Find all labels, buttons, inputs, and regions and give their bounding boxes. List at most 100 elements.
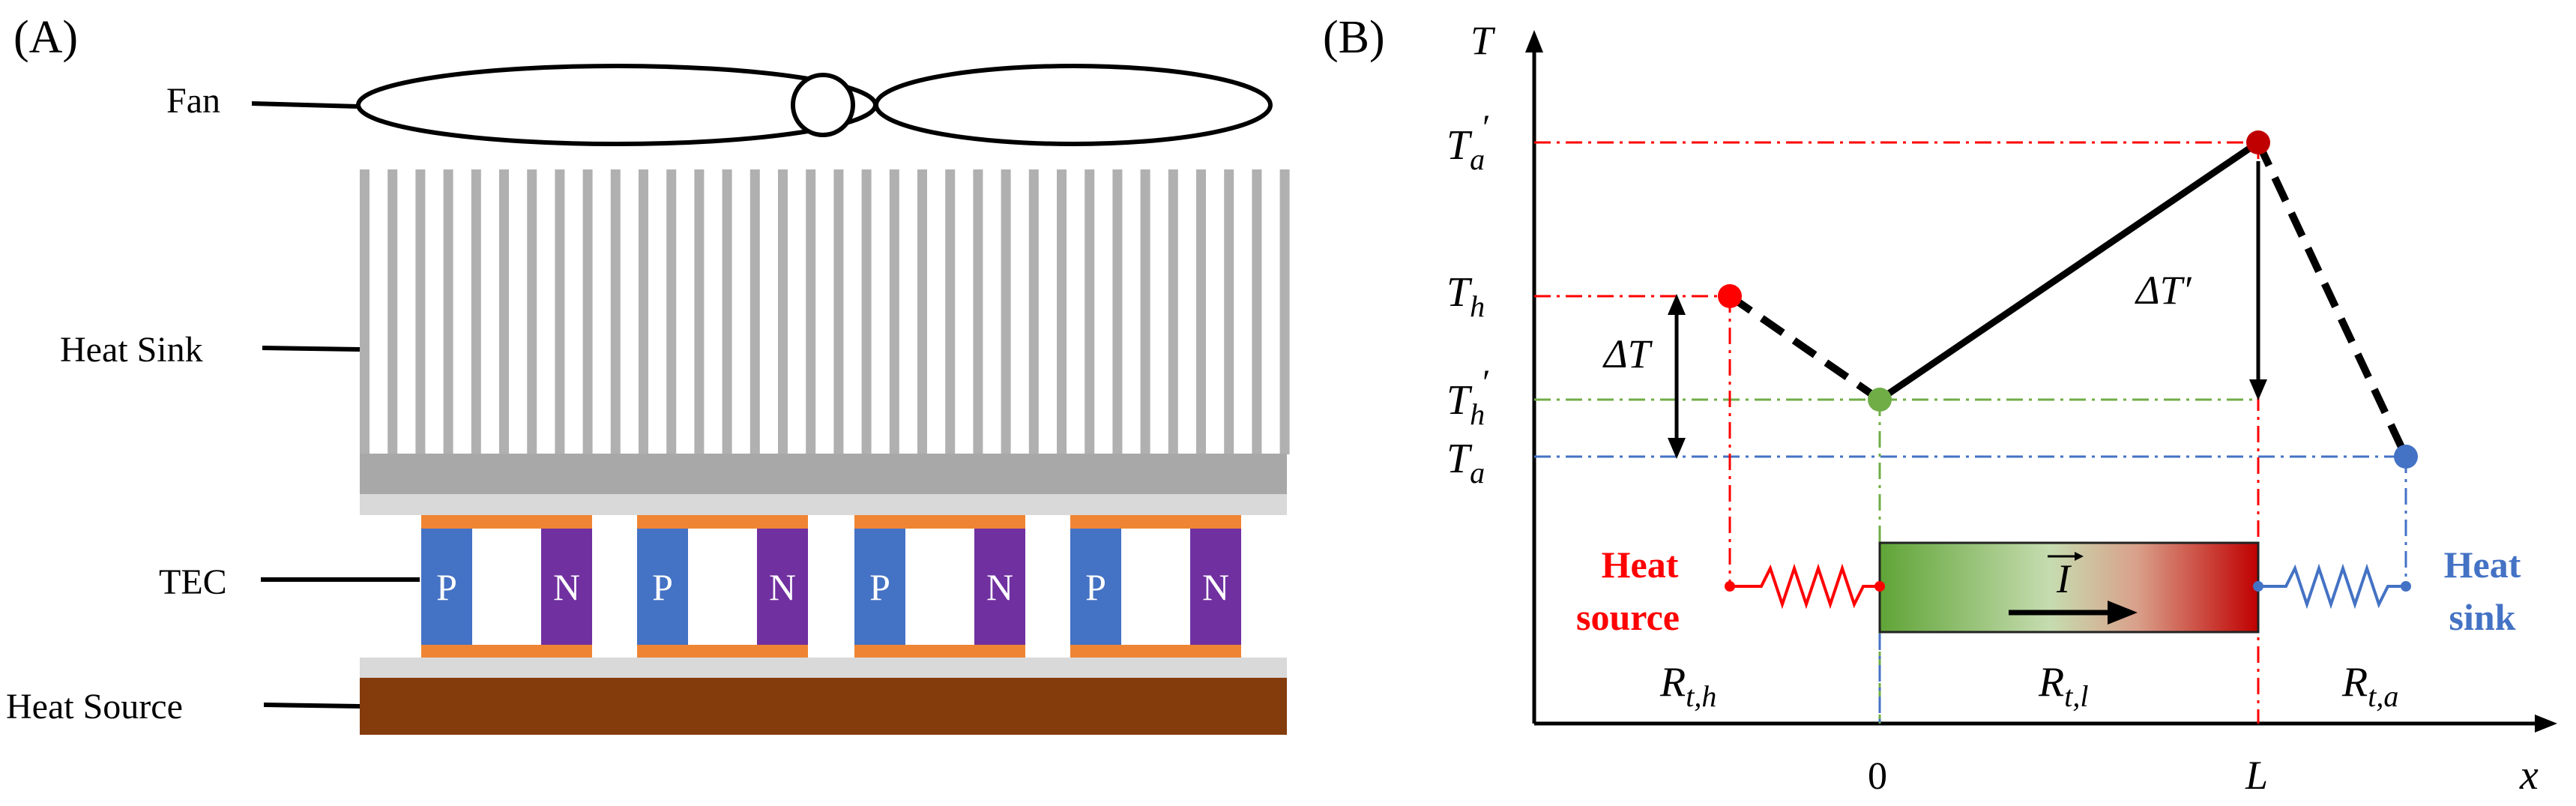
heat-sink-fin xyxy=(639,169,648,454)
tec-bottom-electrode xyxy=(1070,645,1241,658)
current-arrow xyxy=(2009,601,2138,625)
delta-t-prime-arrow xyxy=(2249,161,2267,400)
fan-hub xyxy=(791,73,855,137)
tec-top-electrode xyxy=(637,515,808,529)
heat-sink-fin xyxy=(360,169,369,454)
point-t-h-prime xyxy=(1868,388,1892,412)
heat-sink-fin xyxy=(1085,169,1095,454)
tick-x-zero: 0 xyxy=(1868,755,1887,798)
tick-t-h: Th xyxy=(1447,269,1485,323)
p-leg-label: P xyxy=(1085,566,1106,608)
delta-t-prime-label: ΔT′ xyxy=(2135,268,2192,313)
x-axis-label: x xyxy=(2519,752,2539,799)
tec-bottom-electrode xyxy=(421,645,592,658)
heat-source-title-1: Heat xyxy=(1602,544,1679,586)
tec-top-electrode xyxy=(421,515,592,529)
delta-t-label: ΔT xyxy=(1602,331,1653,376)
current-label: I xyxy=(2056,556,2072,601)
resistor-heat-source xyxy=(1725,563,1885,610)
heat-sink-fin xyxy=(1196,169,1206,454)
tec-gradient-bar xyxy=(1878,541,2260,634)
heat-sink-fin xyxy=(806,169,816,454)
tec-top-plate xyxy=(360,494,1287,515)
tick-x-l: L xyxy=(2245,753,2268,798)
heat-sink-title-1: Heat xyxy=(2444,544,2521,586)
heat-source-block xyxy=(360,678,1287,735)
heat-sink-fin xyxy=(1224,169,1234,454)
heat-sink-fin xyxy=(1001,169,1011,454)
heat-sink-fin xyxy=(387,169,398,454)
heat-source-label: Heat Source xyxy=(6,687,183,727)
resistor-heat-sink xyxy=(2253,563,2411,610)
heat-sink-fin xyxy=(749,169,760,454)
tec-top-electrode xyxy=(854,515,1025,529)
delta-t-arrow xyxy=(1668,294,1686,459)
point-t-a-prime xyxy=(2246,130,2270,154)
heat-sink-fin xyxy=(1028,169,1039,454)
p-leg xyxy=(1070,529,1121,645)
tick-t-h-prime: Th′ xyxy=(1447,363,1489,431)
heat-sink-fin xyxy=(1057,169,1067,454)
label-r-t-l: Rt,l xyxy=(2038,659,2088,713)
heat-sink-fin xyxy=(610,169,621,454)
heat-sink-fin xyxy=(1168,169,1178,454)
tec-bottom-electrode xyxy=(637,645,808,658)
profile-solid-tec xyxy=(1877,139,2260,403)
heat-sink-fin xyxy=(722,169,732,454)
heat-sink-fin xyxy=(833,169,844,454)
panel-b: (B) T x ΔT xyxy=(1323,12,2557,799)
heat-sink-fin xyxy=(499,169,509,454)
heat-sink xyxy=(360,169,1290,515)
tec-bottom-plate xyxy=(360,658,1287,678)
fan-label: Fan xyxy=(166,81,220,121)
n-leg-label: N xyxy=(553,566,580,608)
heat-sink-fin xyxy=(917,169,927,454)
heat-sink-fin xyxy=(694,169,705,454)
p-leg xyxy=(637,529,688,645)
heat-sink-fin xyxy=(861,169,872,454)
heat-sink-fins xyxy=(360,169,1290,454)
heat-sink-fin xyxy=(555,169,565,454)
heat-sink-fin xyxy=(945,169,956,454)
heat-sink-fin xyxy=(1252,169,1262,454)
n-leg xyxy=(1190,529,1241,645)
heat-sink-fin xyxy=(527,169,537,454)
heat-sink-label: Heat Sink xyxy=(60,330,203,370)
fan-blade-right xyxy=(874,64,1273,146)
n-leg-label: N xyxy=(986,566,1013,608)
point-t-h xyxy=(1718,284,1742,308)
label-r-t-h: Rt,h xyxy=(1659,659,1716,713)
profile-dashed-source xyxy=(1728,292,1882,403)
tec-top-electrode xyxy=(1070,515,1241,529)
heat-sink-fin xyxy=(1279,169,1290,454)
fan xyxy=(356,64,1273,146)
n-leg xyxy=(541,529,592,645)
heat-source-leader xyxy=(263,703,361,709)
y-axis-arrowhead xyxy=(1525,30,1543,52)
heat-sink-leader xyxy=(262,346,361,352)
heat-sink-fin xyxy=(889,169,899,454)
heat-sink-fin xyxy=(1112,169,1123,454)
p-leg-label: P xyxy=(436,566,457,608)
fan-leader xyxy=(251,101,359,109)
heat-sink-fin xyxy=(1140,169,1150,454)
heat-sink-fin xyxy=(415,169,426,454)
n-leg-label: N xyxy=(1202,566,1229,608)
heat-sink-fin xyxy=(666,169,677,454)
tick-t-a: Ta xyxy=(1447,436,1485,490)
label-r-t-a: Rt,a xyxy=(2341,659,2398,713)
p-leg-label: P xyxy=(869,566,890,608)
heat-sink-fin xyxy=(778,169,788,454)
n-leg xyxy=(974,529,1025,645)
panel-a-label: (A) xyxy=(13,12,78,63)
heat-sink-fin xyxy=(471,169,481,454)
p-leg xyxy=(421,529,472,645)
panel-b-label: (B) xyxy=(1323,12,1385,63)
profile-dashed-sink xyxy=(2254,140,2410,459)
heat-source-title-2: source xyxy=(1576,596,1680,638)
